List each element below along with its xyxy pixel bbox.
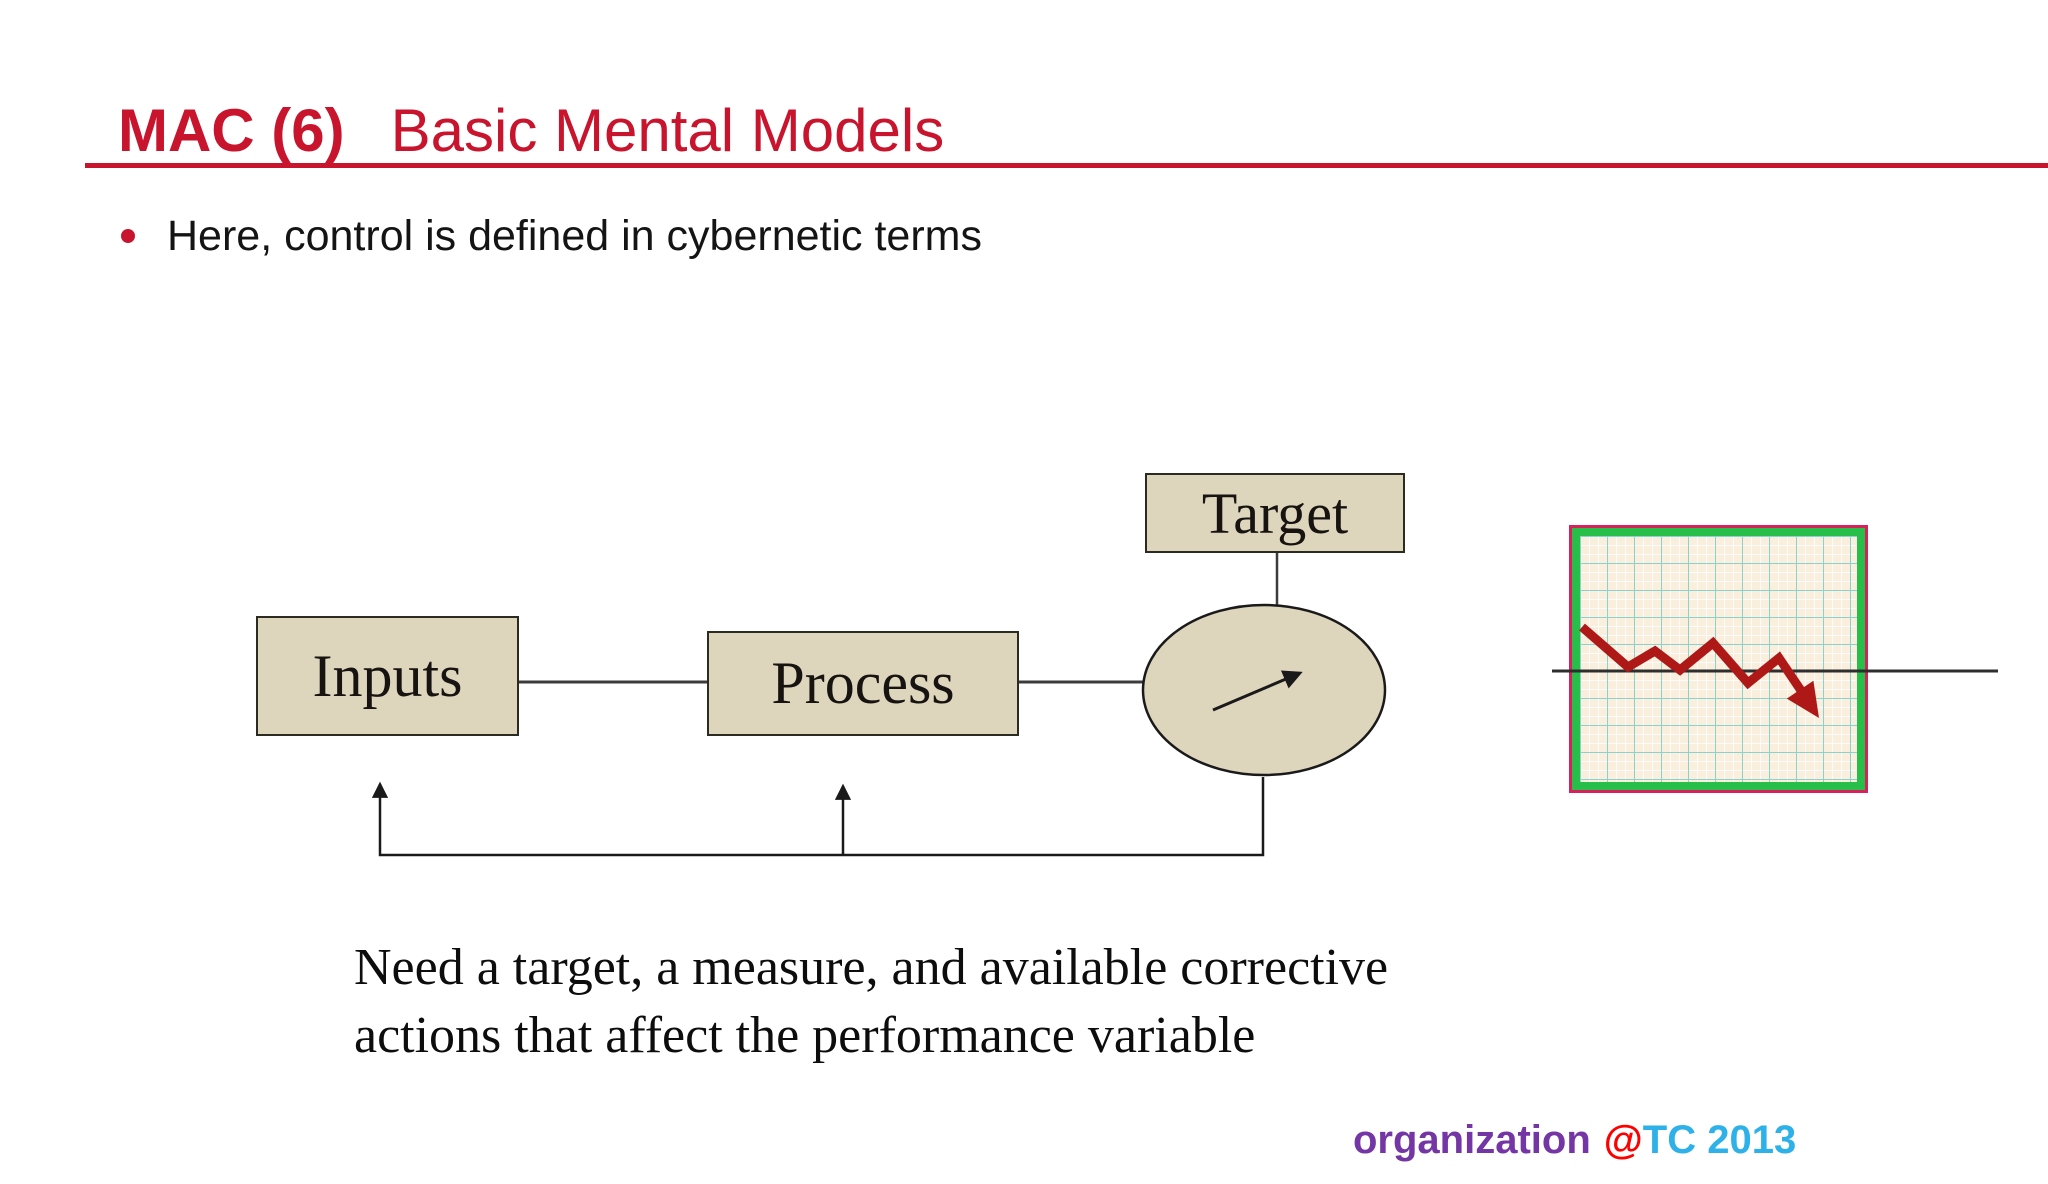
footer-organization: organization: [1353, 1118, 1591, 1162]
bullet-text: Here, control is defined in cybernetic t…: [167, 212, 982, 260]
inputs-label: Inputs: [312, 642, 463, 709]
footer-credit: organization @TC 2013: [1353, 1118, 1796, 1163]
caption: Need a target, a measure, and available …: [354, 934, 1388, 1070]
caption-line-1: Need a target, a measure, and available …: [354, 939, 1389, 996]
slide-title: MAC (6) Basic Mental Models: [118, 96, 944, 165]
title-course-code: MAC (6): [118, 97, 345, 164]
declining-trend-illustration: [1569, 525, 1868, 793]
diagram-node-inputs: Inputs: [256, 616, 519, 736]
footer-at-symbol: @: [1603, 1118, 1643, 1162]
feedback-loop-arrow-inputs: [371, 777, 1265, 857]
process-label: Process: [771, 650, 955, 716]
diagram-node-target: Target: [1145, 473, 1405, 553]
gauge-needle-icon: [1212, 670, 1303, 712]
title-underline: [85, 163, 2048, 168]
target-label: Target: [1201, 480, 1349, 546]
trend-chart-grid: [1572, 528, 1865, 790]
caption-line-2: actions that affect the performance vari…: [354, 1007, 1256, 1064]
gauge-ellipse: [1141, 603, 1387, 777]
diagram-node-process: Process: [707, 631, 1019, 736]
bullet-marker: [121, 229, 135, 243]
title-text: Basic Mental Models: [390, 97, 945, 164]
footer-tc-year: TC 2013: [1642, 1118, 1797, 1162]
